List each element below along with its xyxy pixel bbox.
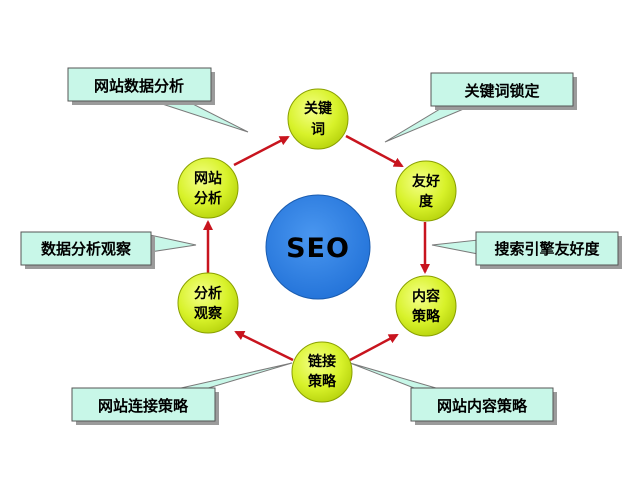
callout-site-data-analysis: 网站数据分析: [67, 67, 215, 105]
node-line: 词: [311, 122, 325, 138]
callout-site-content-strategy: 网站内容策略: [410, 387, 557, 425]
node-link: 链接 策略: [291, 341, 353, 403]
callout-label: 关键词锁定: [464, 82, 539, 100]
node-friendly: 友好 度: [395, 160, 457, 222]
node-line: 关键: [304, 100, 333, 117]
node-line: 观察: [194, 305, 223, 322]
node-line: 分析: [194, 285, 222, 302]
callout-label: 数据分析观察: [41, 240, 132, 258]
node-line: 策略: [411, 308, 441, 325]
node-line: 分析: [194, 190, 222, 207]
node-line: 友好: [412, 173, 440, 190]
cycle-arrows: [203, 134, 430, 362]
callout-keyword-lock: 关键词锁定: [430, 72, 577, 110]
node-line: 内容: [412, 288, 440, 305]
node-content: 内容 策略: [395, 275, 457, 337]
pointer-data-analysis-observe: [149, 234, 197, 253]
arrow-analyze-to-keyword: [233, 135, 290, 167]
node-line: 策略: [307, 373, 337, 390]
callout-search-engine-friendly: 搜索引擎友好度: [475, 231, 622, 269]
callout-label: 网站连接策略: [98, 397, 189, 415]
callout-label: 网站数据分析: [94, 77, 184, 95]
callout-label: 搜索引擎友好度: [494, 240, 600, 258]
node-line: 网站: [194, 170, 222, 187]
center-node: SEO: [265, 194, 371, 300]
pointer-search-engine-friendly: [431, 239, 479, 255]
center-label: SEO: [286, 233, 350, 264]
node-observe: 分析 观察: [177, 272, 239, 334]
arrow-link-to-observe: [234, 330, 294, 362]
callout-label: 网站内容策略: [437, 397, 528, 415]
callout-site-link-strategy: 网站连接策略: [71, 387, 219, 425]
node-keyword: 关键 词: [287, 88, 349, 150]
node-line: 链接: [308, 353, 336, 370]
arrow-keyword-to-friendly: [345, 134, 404, 168]
arrow-link-to-content: [349, 333, 399, 362]
node-line: 度: [419, 193, 434, 210]
callout-data-analysis-observe: 数据分析观察: [20, 231, 155, 269]
node-analyze: 网站 分析: [177, 157, 239, 219]
